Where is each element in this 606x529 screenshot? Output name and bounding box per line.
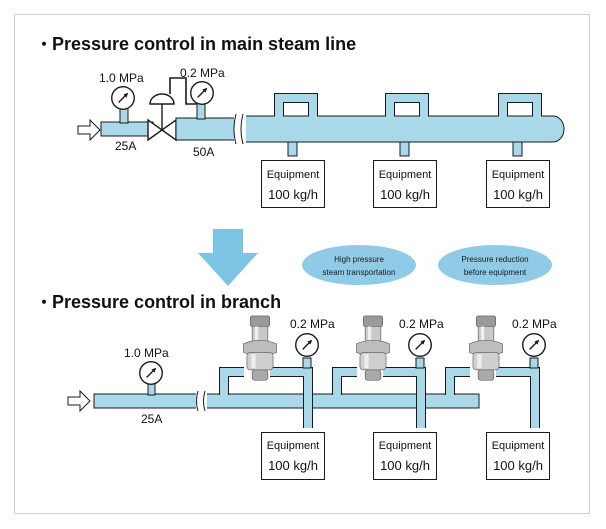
equipment-label: Equipment [492, 440, 545, 452]
branch-pressure-1: 0.2 MPa [290, 317, 335, 331]
main-branch-3 [498, 93, 542, 157]
equipment-flow: 100 kg/h [380, 187, 430, 202]
equipment-flow: 100 kg/h [268, 458, 318, 473]
inlet-pressure-gauge-icon [111, 86, 135, 110]
inlet-pipe-25a [100, 121, 154, 137]
main-outlet-pressure: 0.2 MPa [180, 66, 225, 80]
main-inlet-size: 25A [115, 139, 136, 153]
branch-gauge-icon [522, 333, 546, 357]
pipe-break-icon [233, 110, 246, 148]
main-branch-1 [274, 93, 318, 157]
main-section-bullet: ・ [36, 37, 52, 54]
branch-inlet-gauge-icon [139, 361, 163, 385]
branch-pressure-3: 0.2 MPa [512, 317, 557, 331]
branch-inlet-size: 25A [141, 412, 162, 426]
branch-pipe-break-icon [196, 389, 207, 413]
main-section-title: Pressure control in main steam line [52, 34, 356, 54]
equipment-flow: 100 kg/h [493, 187, 543, 202]
outlet-pressure-gauge-icon [190, 81, 214, 105]
main-branch-2 [385, 93, 429, 157]
inlet-arrow-icon [77, 118, 101, 142]
branch-equipment-2: Equipment 100 kg/h [373, 431, 437, 481]
high-pressure-bubble: High pressure steam transportation [302, 245, 416, 285]
main-outlet-size: 50A [193, 145, 214, 159]
equipment-label: Equipment [267, 169, 320, 181]
main-equipment-3: Equipment 100 kg/h [486, 159, 550, 209]
diagram-frame [14, 14, 590, 514]
bubble-reduction-line2: before equipment [464, 268, 527, 277]
reduction-bubble: Pressure reduction before equipment [438, 245, 552, 285]
equipment-label: Equipment [379, 169, 432, 181]
branch-equipment-1: Equipment 100 kg/h [261, 431, 325, 481]
branch-unit-2: 0.2 MPa [332, 315, 444, 428]
branch-inlet-arrow-icon [67, 389, 91, 413]
branch-section-title: Pressure control in branch [52, 292, 281, 312]
equipment-flow: 100 kg/h [493, 458, 543, 473]
branch-gauge-icon [295, 333, 319, 357]
outlet-pipe-50a [175, 117, 239, 141]
branch-pressure-2: 0.2 MPa [399, 317, 444, 331]
equipment-label: Equipment [379, 440, 432, 452]
main-header-pipe [243, 115, 565, 143]
main-equipment-1: Equipment 100 kg/h [261, 159, 325, 209]
control-valve-icon [147, 77, 200, 142]
outlet-gauge-stem [196, 102, 206, 120]
main-equipment-2: Equipment 100 kg/h [373, 159, 437, 209]
main-inlet-pressure: 1.0 MPa [99, 71, 144, 85]
equipment-label: Equipment [267, 440, 320, 452]
equipment-label: Equipment [492, 169, 545, 181]
down-arrow-icon [198, 229, 258, 286]
bubble-reduction-line1: Pressure reduction [461, 255, 528, 264]
branch-unit-1: 0.2 MPa [219, 315, 335, 428]
branch-unit-3: 0.2 MPa [445, 315, 557, 428]
branch-gauge-icon [408, 333, 432, 357]
bubble-high-line2: steam transportation [323, 268, 396, 277]
branch-section-bullet: ・ [36, 295, 52, 312]
equipment-flow: 100 kg/h [268, 187, 318, 202]
equipment-flow: 100 kg/h [380, 458, 430, 473]
bubble-high-line1: High pressure [334, 255, 384, 264]
branch-main-pipe [93, 393, 480, 409]
branch-inlet-pressure: 1.0 MPa [124, 346, 169, 360]
branch-equipment-3: Equipment 100 kg/h [486, 431, 550, 481]
